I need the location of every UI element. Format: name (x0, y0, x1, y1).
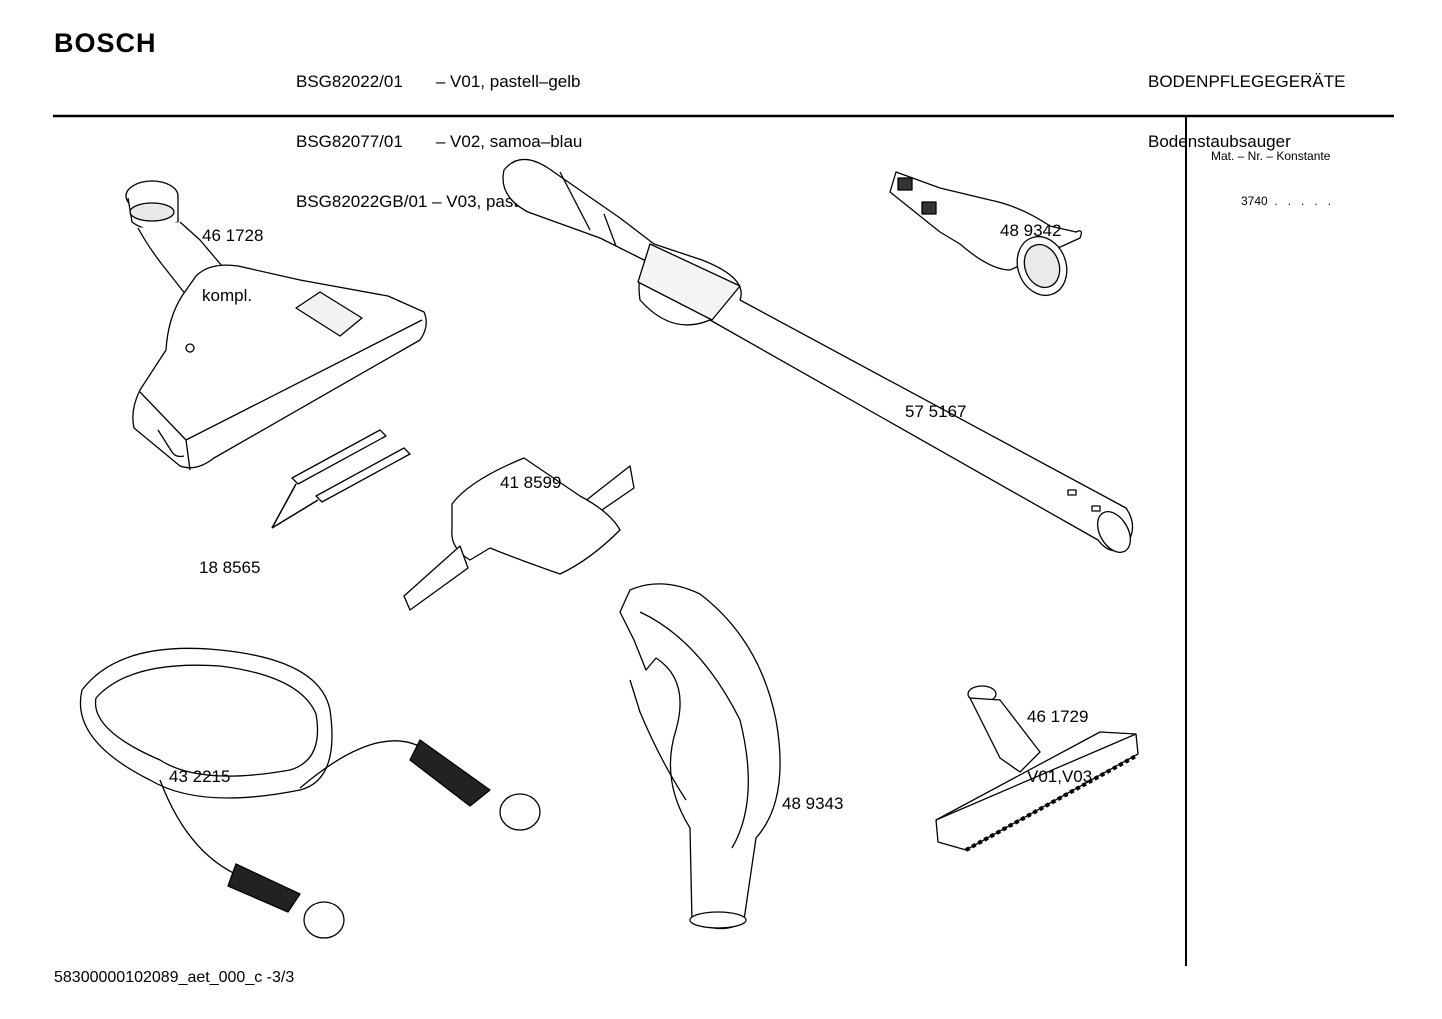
part-number: 48 9342 (1000, 221, 1062, 240)
material-number-value: 3740 . . . . . (1241, 194, 1332, 208)
model-line: BSG82022/01 – V01, pastell–gelb (296, 72, 581, 91)
floor-nozzle-drawing (125, 180, 427, 471)
part-number: 57 5167 (905, 402, 967, 421)
tube-drawing (502, 158, 1134, 553)
part-number: 46 1728 (202, 226, 264, 245)
part-label-hose: 43 2215 (169, 727, 230, 807)
category-subtitle: Bodenstaubsauger (1148, 132, 1291, 151)
part-number: 46 1729 (1027, 707, 1089, 726)
part-label-upholstery-nozzle: 48 9342 (1000, 181, 1061, 261)
material-number-label: Mat. – Nr. – Konstante (1211, 149, 1331, 163)
material-number-block: Mat. – Nr. – Konstante 3740 . . . . . (1211, 119, 1331, 224)
part-number: 18 8565 (199, 558, 261, 577)
crevice-tool-drawing (403, 457, 635, 611)
part-note: V01,V03 (1027, 767, 1093, 786)
hose-drawing (79, 647, 541, 939)
part-label-handle: 48 9343 (782, 754, 843, 834)
category-title: BODENPFLEGEGERÄTE (1148, 72, 1346, 91)
model-line: BSG82077/01 – V02, samoa–blau (296, 132, 583, 151)
handle-drawing (619, 583, 781, 930)
part-label-strips: 18 8565 (199, 518, 260, 598)
part-number: 41 8599 (500, 473, 562, 492)
part-label-parquet-nozzle: 46 1729 V01,V03 (1027, 667, 1092, 807)
part-note: kompl. (202, 286, 253, 305)
bosch-logo: BOSCH (54, 28, 157, 58)
category-block: BODENPFLEGEGERÄTE Bodenstaubsauger (1148, 32, 1345, 172)
part-number: 43 2215 (169, 767, 231, 786)
part-label-crevice-tool: 41 8599 (500, 433, 561, 513)
parquet-nozzle-drawing (935, 685, 1139, 852)
document-id: 58300000102089_aet_000_c -3/3 (54, 969, 295, 986)
part-number: 48 9343 (782, 794, 844, 813)
part-label-floor-nozzle: 46 1728 kompl. (202, 186, 263, 326)
strips-drawing (271, 429, 411, 529)
part-label-tube: 57 5167 (905, 362, 966, 442)
upholstery-nozzle-drawing (889, 171, 1082, 297)
